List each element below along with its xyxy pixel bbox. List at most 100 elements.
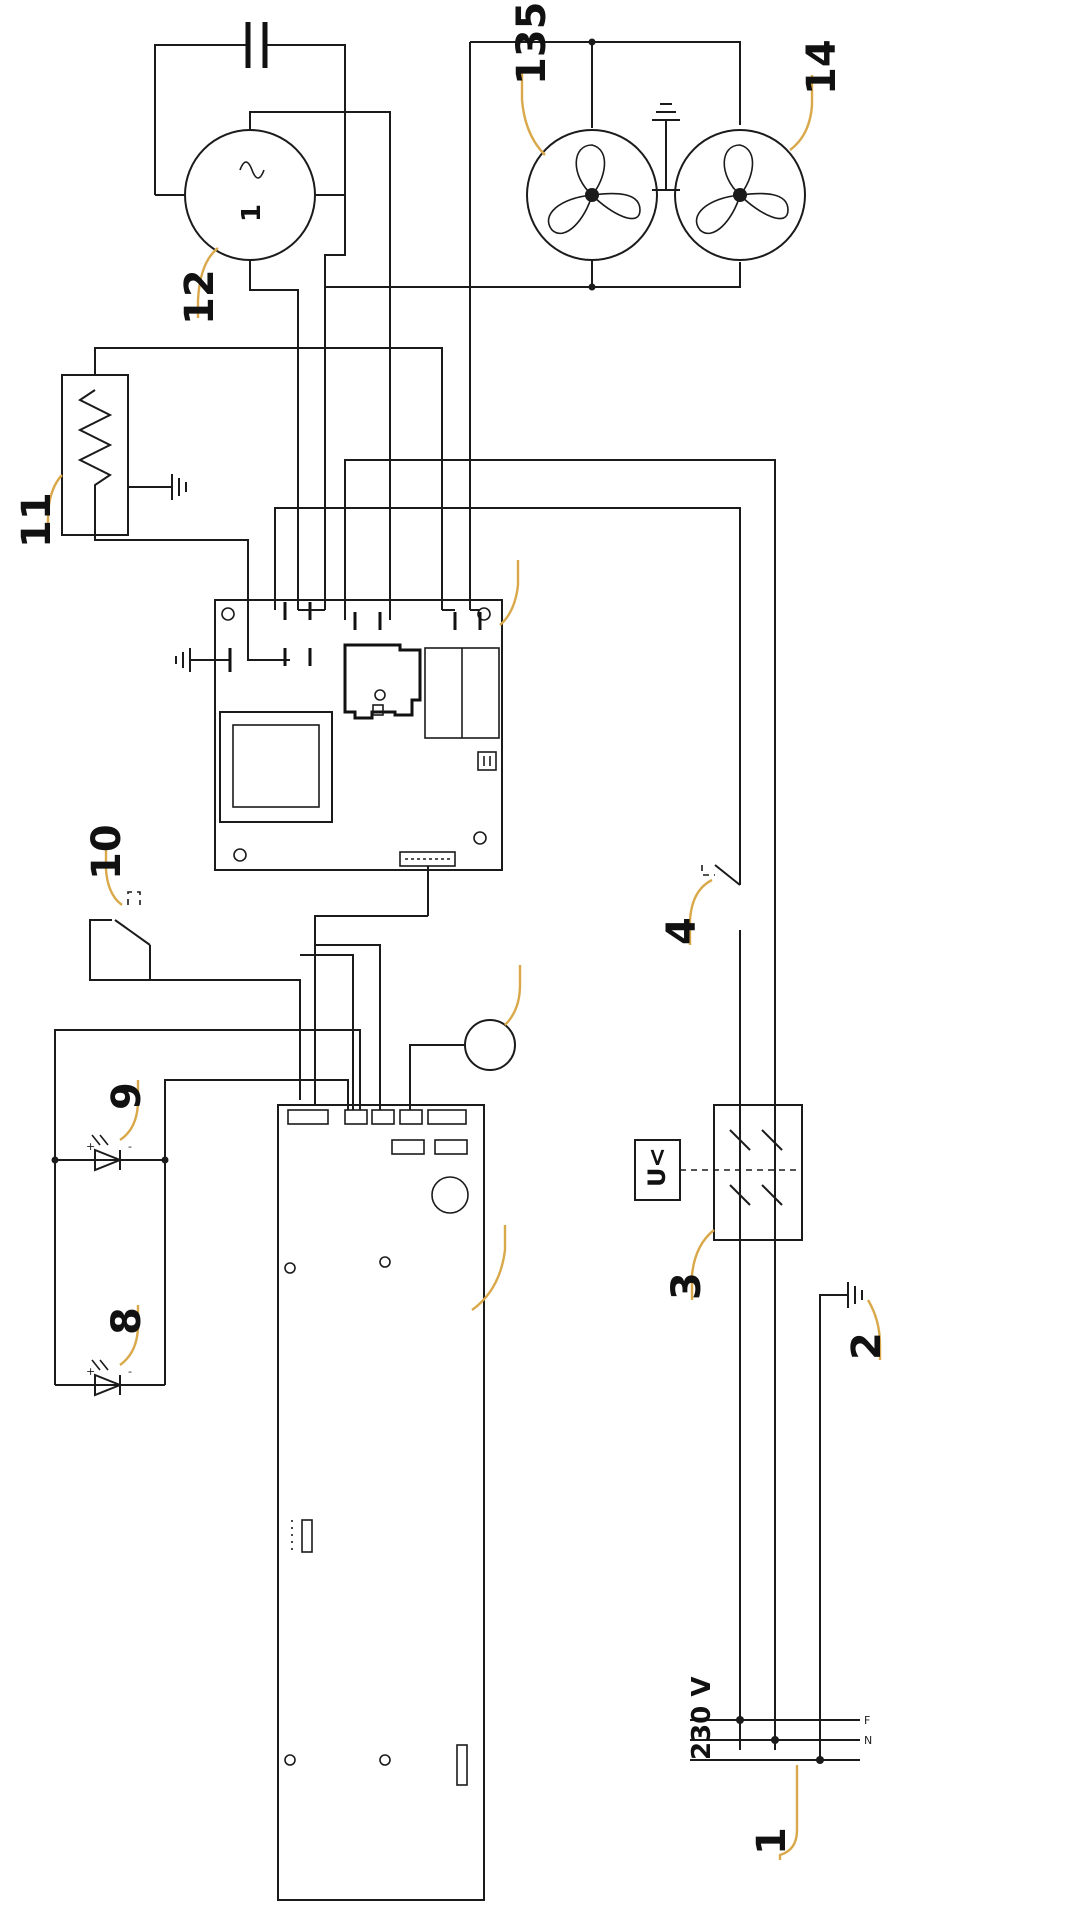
junction-dot (771, 1736, 779, 1744)
buzzer-wire (409, 1044, 466, 1110)
transformer-outer (219, 711, 333, 823)
breaker-contact (729, 1129, 751, 1151)
connector (371, 1109, 395, 1125)
control-wire (300, 954, 354, 1110)
leader-10 (104, 850, 123, 906)
label-1: 1 (749, 1827, 795, 1855)
mount-hole (379, 1256, 391, 1268)
fans-group: 13567 14 (325, 0, 845, 610)
buzzer-symbol (464, 1019, 516, 1071)
led-9-rays (91, 1134, 109, 1146)
junction-dot (816, 1756, 824, 1764)
label-12: 12 (177, 269, 223, 325)
breaker-contact (761, 1129, 783, 1151)
leader-control-board (471, 1225, 507, 1311)
switch-4-actuator (701, 865, 715, 876)
board-to-control-wire (314, 915, 428, 1105)
mount-hole (233, 848, 247, 862)
label-14: 14 (799, 39, 845, 95)
led-8-icon (94, 1373, 123, 1397)
leader-buzzer (504, 965, 522, 1026)
mains-group: F N 230 V 1 2 (687, 1240, 890, 1860)
relay-tab (372, 704, 384, 716)
mount-hole (284, 1262, 296, 1274)
breaker-box (713, 1104, 803, 1241)
mount-hole (374, 689, 386, 701)
relay-block (343, 643, 422, 720)
terminal-wire (274, 507, 741, 870)
label-8: 8 (104, 1307, 150, 1335)
small-connector (477, 751, 497, 771)
control-board-outline (277, 1104, 485, 1901)
pin-header (301, 1519, 313, 1553)
mount-hole (473, 831, 487, 845)
switch-10-wire-left (89, 950, 301, 1100)
capacitor-wire-right (265, 44, 346, 195)
led-8-rays (91, 1359, 109, 1371)
undervoltage-box (634, 1139, 681, 1201)
control-wire (315, 944, 381, 1110)
mount-hole (477, 607, 491, 621)
leader-1 (778, 1765, 799, 1860)
motor-bottom-wire (249, 260, 299, 610)
connector (391, 1139, 425, 1155)
ground-wire (819, 1294, 848, 1300)
connector (344, 1109, 368, 1125)
led-8-minus: - (128, 1365, 132, 1378)
junction-dot (736, 1716, 744, 1724)
label-4: 4 (659, 917, 705, 945)
fan-bottom-bus (591, 260, 741, 288)
leader-14 (789, 75, 814, 151)
motor-symbol (184, 129, 316, 261)
led-wire (164, 1079, 349, 1160)
leader-4 (688, 878, 713, 945)
leader-3 (690, 1229, 715, 1300)
power-board (175, 459, 776, 1720)
mount-hole (221, 607, 235, 621)
mount-hole (284, 1754, 296, 1766)
leader-board (499, 560, 520, 626)
label-2: 2 (844, 1332, 890, 1360)
fan-14-blade-1 (723, 144, 754, 197)
switch-10-wire-right (89, 919, 112, 950)
leader-12 (196, 247, 219, 318)
terminal-f: F (864, 1714, 870, 1727)
junction-dot (588, 38, 596, 46)
connector (287, 1109, 329, 1125)
fan-top-bus (470, 41, 741, 125)
capacitor-wire-left (154, 44, 248, 195)
buzzer-icon (431, 1176, 469, 1214)
transformer-inner (232, 724, 320, 808)
leader-13567 (520, 70, 546, 156)
led-wire (54, 1029, 361, 1160)
power-board-outline (214, 599, 503, 871)
breaker-contact (729, 1184, 751, 1206)
connector (427, 1109, 467, 1125)
leader-9 (119, 1080, 140, 1141)
switch-10-blade (114, 919, 151, 946)
sine-wave-icon (239, 161, 265, 179)
motor-number: 1 (237, 204, 267, 222)
switch-10-actuator (127, 891, 141, 905)
fan-14-blade-3 (738, 192, 789, 220)
label-11: 11 (14, 492, 60, 548)
led-9-icon (94, 1148, 123, 1172)
heater-group: 11 (14, 347, 443, 661)
board-connector (399, 851, 456, 867)
control-board (54, 944, 522, 1901)
breaker-group: U< 3 (634, 1104, 803, 1300)
leader-11 (46, 474, 63, 540)
label-10: 10 (84, 824, 130, 880)
pin-header (456, 1744, 468, 1786)
voltage-label: 230 V (687, 1677, 717, 1760)
leader-2 (866, 1299, 882, 1360)
fan-13567-blade-2 (547, 194, 594, 235)
label-9: 9 (104, 1082, 150, 1110)
heater-bottom-wire (94, 535, 290, 661)
leader-8 (119, 1305, 140, 1366)
switch-4-blade (714, 864, 741, 886)
switch-10-group: 10 (84, 824, 301, 1100)
heater-top-wire (94, 347, 443, 610)
terminal-n: N (864, 1734, 872, 1747)
